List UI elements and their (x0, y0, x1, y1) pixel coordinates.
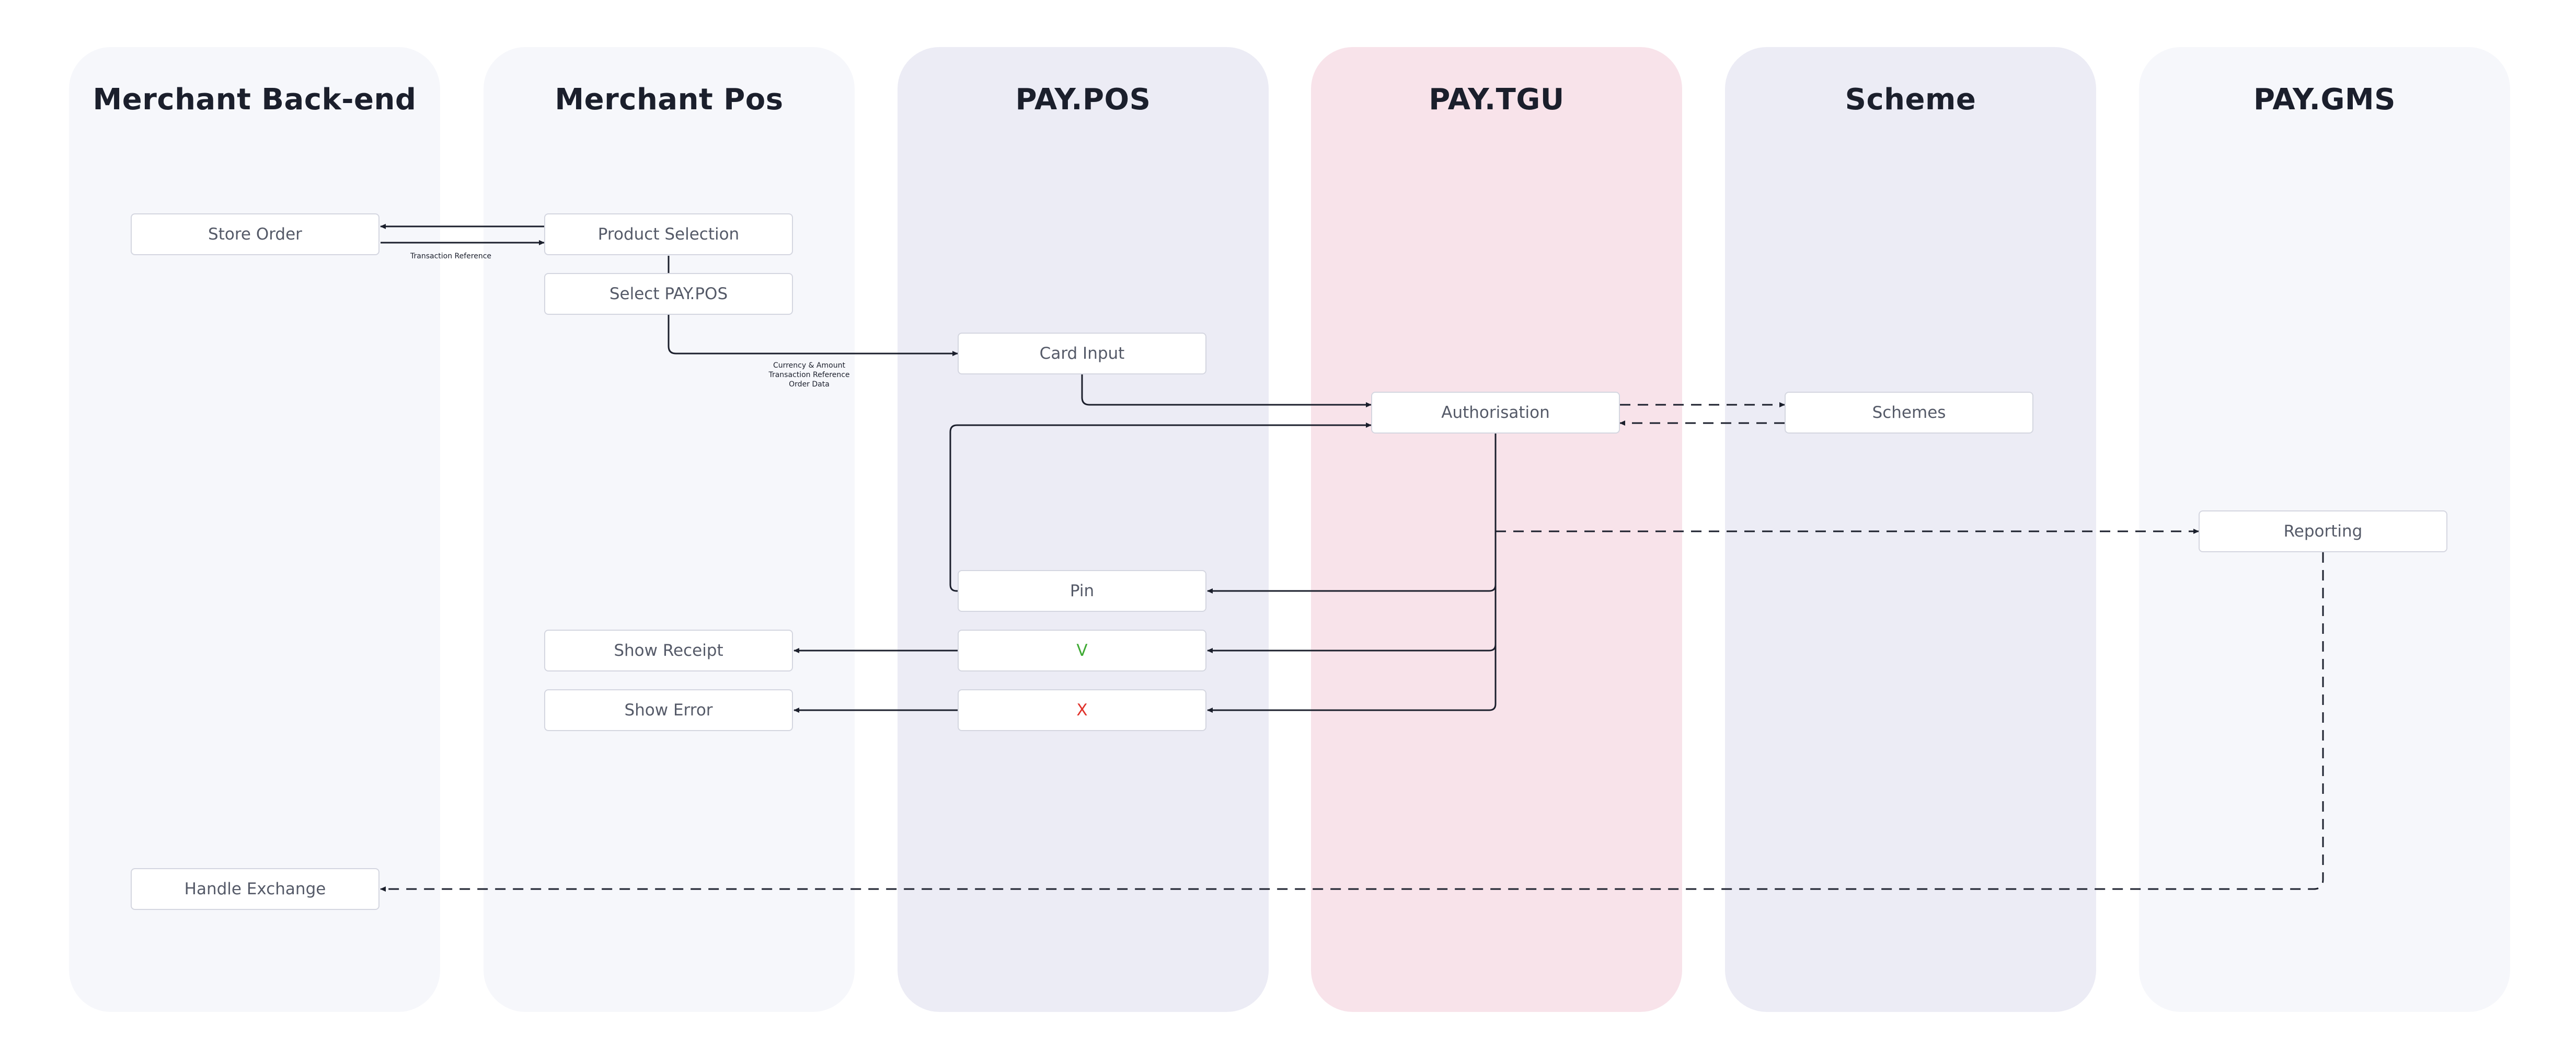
node-product-selection[interactable]: Product Selection (544, 213, 793, 255)
lane-scheme: Scheme (1725, 47, 2096, 1012)
label-transaction-reference: Transaction Reference (410, 252, 492, 260)
edge-auth-to-pin (1207, 434, 1497, 594)
edge-select-to-card (668, 315, 958, 356)
lane-merchant-backend: Merchant Back-end (69, 47, 440, 1012)
node-show-receipt[interactable]: Show Receipt (544, 630, 793, 671)
lane-title-pay-tgu: PAY.TGU (1429, 83, 1565, 117)
node-select-paypos[interactable]: Select PAY.POS (544, 273, 793, 315)
edge-card-to-auth (1081, 374, 1372, 407)
lane-title-merchant-backend: Merchant Back-end (93, 83, 417, 117)
lane-title-scheme: Scheme (1845, 83, 1976, 117)
node-schemes[interactable]: Schemes (1785, 392, 2033, 434)
edge-reporting-to-exchange (380, 552, 2324, 892)
lane-pay-tgu: PAY.TGU (1311, 47, 1682, 1012)
node-approved[interactable]: V (958, 630, 1206, 671)
lane-title-pay-pos: PAY.POS (1015, 83, 1151, 117)
lane-merchant-pos: Merchant Pos (484, 47, 855, 1012)
label-transaction-reference-2: Transaction Reference (768, 371, 850, 379)
node-store-order[interactable]: Store Order (131, 213, 380, 255)
node-authorisation[interactable]: Authorisation (1371, 392, 1620, 434)
edge-auth-to-approved (1207, 585, 1497, 653)
lane-pay-pos: PAY.POS (898, 47, 1269, 1012)
lane-title-merchant-pos: Merchant Pos (555, 83, 784, 117)
node-handle-exchange[interactable]: Handle Exchange (131, 868, 380, 910)
label-payload: Currency & Amount Transaction Reference … (757, 361, 861, 389)
node-show-error[interactable]: Show Error (544, 689, 793, 731)
lane-title-pay-gms: PAY.GMS (2253, 83, 2396, 117)
label-order-data: Order Data (789, 380, 830, 389)
edge-pin-to-auth (949, 423, 1372, 592)
label-currency-amount: Currency & Amount (773, 361, 845, 370)
node-declined[interactable]: X (958, 689, 1206, 731)
node-pin[interactable]: Pin (958, 570, 1206, 612)
node-reporting[interactable]: Reporting (2199, 510, 2447, 552)
edge-auth-to-declined (1207, 644, 1497, 713)
node-card-input[interactable]: Card Input (958, 333, 1206, 374)
